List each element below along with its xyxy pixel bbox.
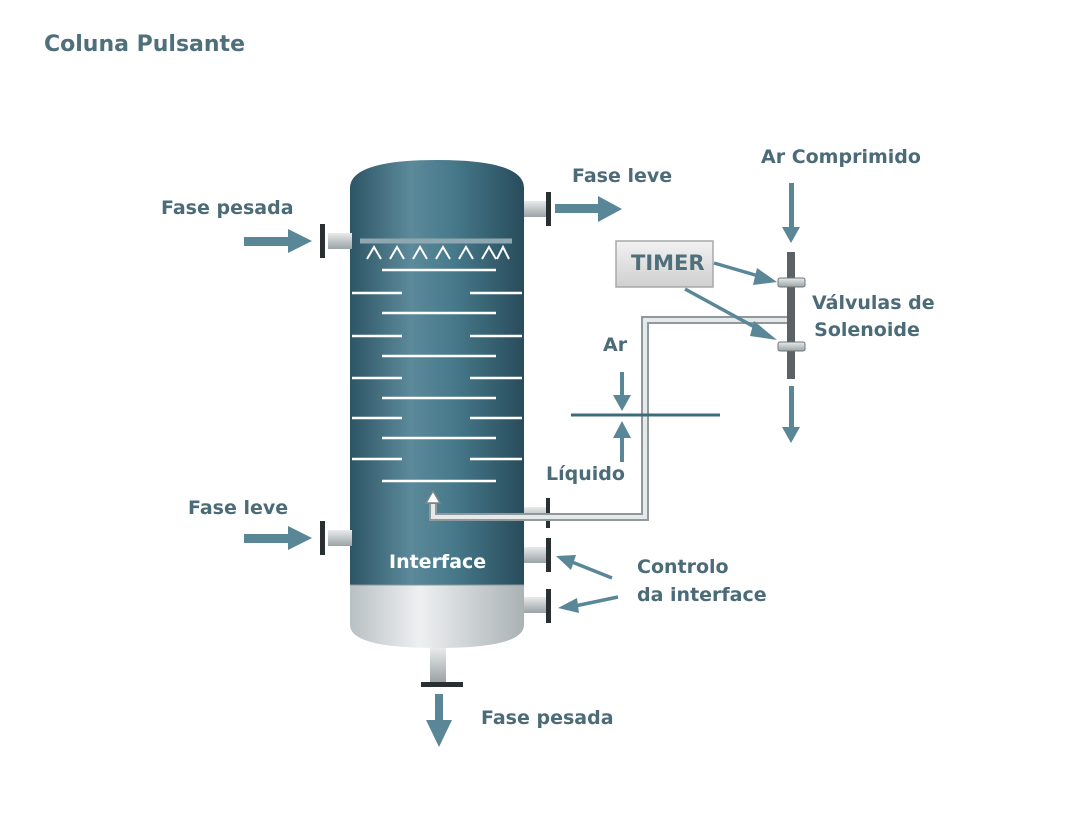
solenoid-valves-label-line2: Solenoide [814,319,920,341]
timer-box [615,240,714,288]
pulse-air-pipe [424,316,788,521]
nozzle-light-out [524,192,551,226]
timer-pointer-upper [713,261,777,285]
arrow-right-icon [244,526,312,550]
heavy-phase-out-label: Fase pesada [481,707,614,729]
arrow-right-icon [555,196,622,222]
arrow-up-icon [424,489,442,504]
column-plates [352,268,522,483]
interface-control-pointer-lower [558,595,619,613]
interface-control-label-line1: Controlo [637,556,729,578]
nozzle-interface-control-2 [524,589,551,623]
air-label: Ar [603,334,628,356]
arrow-down-icon [426,694,452,747]
arrow-right-icon [244,229,312,253]
heavy-phase-in-label: Fase pesada [161,197,294,219]
timer-pointer-lower [684,287,777,340]
solenoid-valve-assembly [777,252,806,379]
light-phase-out-label: Fase leve [572,165,673,187]
nozzle-light-in [320,521,352,555]
timer-label: TIMER [631,251,705,275]
interface-control-label-line2: da interface [637,584,767,606]
interface-label: Interface [389,551,487,573]
interface-control-pointer-upper [556,555,613,580]
light-phase-in-label: Fase leve [188,497,289,519]
spray-distributor [360,238,512,260]
solenoid-valves-label-line1: Válvulas de [812,292,935,314]
arrow-up-icon [613,421,631,462]
liquid-label: Líquido [546,463,625,485]
compressed-air-label: Ar Comprimido [761,146,921,168]
page-title: Coluna Pulsante [44,32,245,57]
arrow-down-icon [782,183,800,243]
column [350,160,524,648]
arrow-down-icon [613,372,631,411]
column-bottom [350,585,524,648]
arrow-down-icon [782,386,800,443]
column-body [350,160,524,585]
nozzle-interface-control-1 [524,538,551,572]
nozzle-heavy-in [320,224,352,258]
nozzle-heavy-out [421,648,463,687]
